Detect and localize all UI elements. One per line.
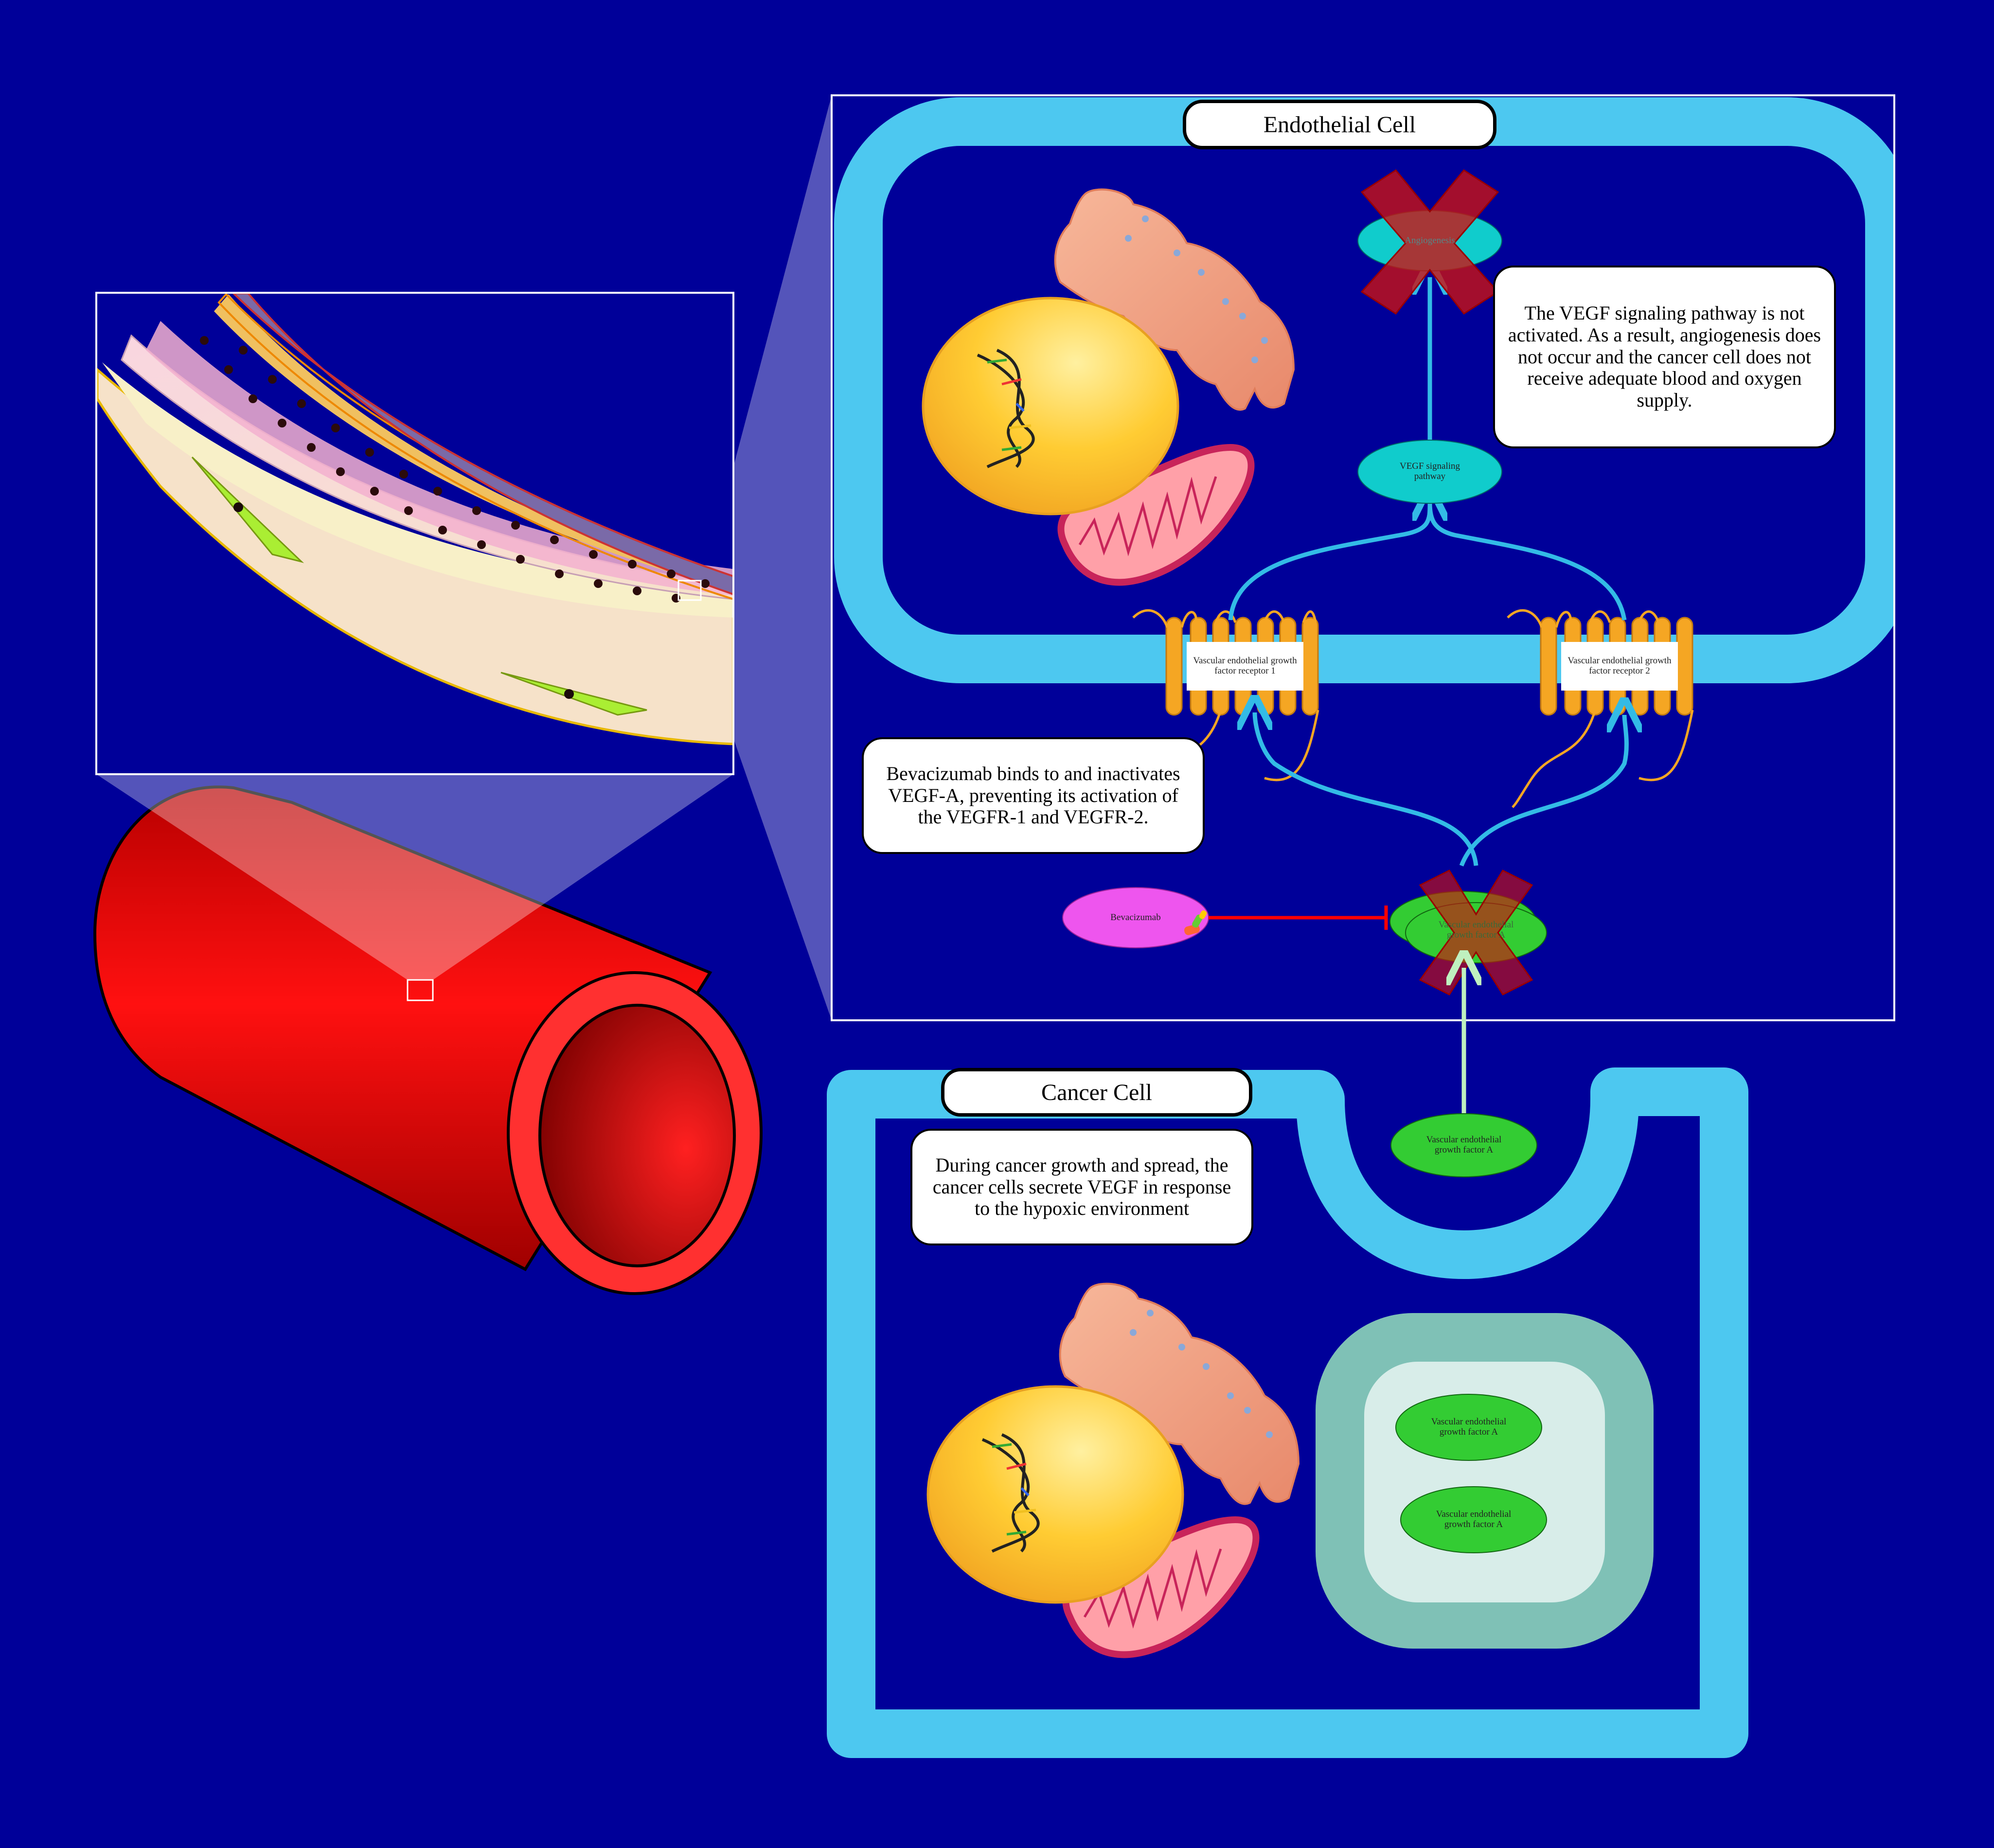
- inhibition-line: [1209, 906, 1388, 930]
- receptor1-label: Vascular endothelial growth factor recep…: [1193, 656, 1297, 676]
- endothelial-title: Endothelial Cell: [1183, 100, 1496, 149]
- vesicle-vegf-label-2: Vascular endothelial growth factor A: [1436, 1509, 1512, 1529]
- vessel-wall-section-icon: [95, 292, 734, 775]
- zoom-projection-upper: [678, 95, 832, 1020]
- golgi-icon: [1059, 1282, 1300, 1505]
- bevacizumab-label: Bevacizumab: [1110, 912, 1161, 923]
- nucleus-icon: [922, 297, 1179, 515]
- endothelial-panel: [831, 94, 1895, 1021]
- golgi-icon: [1054, 188, 1295, 411]
- pathway-arrows: [1228, 277, 1626, 867]
- angiogenesis-label: Angiogenesis: [1405, 235, 1455, 246]
- receptor2-label: Vascular endothelial growth factor recep…: [1567, 656, 1672, 676]
- dna-helix-icon: [981, 1433, 1040, 1553]
- cancer-membrane: [827, 1067, 1748, 1758]
- vegf-secreted-label: Vascular endothelial growth factor A: [1426, 1135, 1502, 1155]
- antibody-icon: [1184, 910, 1207, 935]
- vegf-bound-label: Vascular endothelial growth factor A: [1438, 920, 1514, 940]
- vesicle-vegf-node-2: [1400, 1486, 1547, 1553]
- dna-helix-icon: [977, 349, 1035, 468]
- vesicle-vegf-label-1: Vascular endothelial growth factor A: [1431, 1417, 1507, 1437]
- nucleus-icon: [926, 1385, 1184, 1604]
- vegf-secreted-node: [1390, 1113, 1537, 1177]
- zoom-marker-vessel: [407, 979, 434, 1001]
- note-cancer: During cancer growth and spread, the can…: [910, 1129, 1253, 1245]
- blood-vessel-icon: [93, 785, 763, 1295]
- cancer-title: Cancer Cell: [941, 1068, 1252, 1117]
- vegf-pathway-node: [1357, 440, 1502, 504]
- receptor1-label-box: [1187, 642, 1303, 691]
- vesicle-vegf-node-1: [1395, 1394, 1542, 1461]
- receptor2-label-box: [1561, 642, 1678, 691]
- vegf-pathway-label: VEGF signaling pathway: [1399, 461, 1460, 481]
- secretory-vesicle: [1316, 1313, 1654, 1649]
- note-pathway: The VEGF signaling pathway is not activa…: [1493, 266, 1836, 448]
- note-drug: Bevacizumab binds to and inactivates VEG…: [862, 737, 1205, 854]
- zoom-projection-lower: [96, 774, 733, 980]
